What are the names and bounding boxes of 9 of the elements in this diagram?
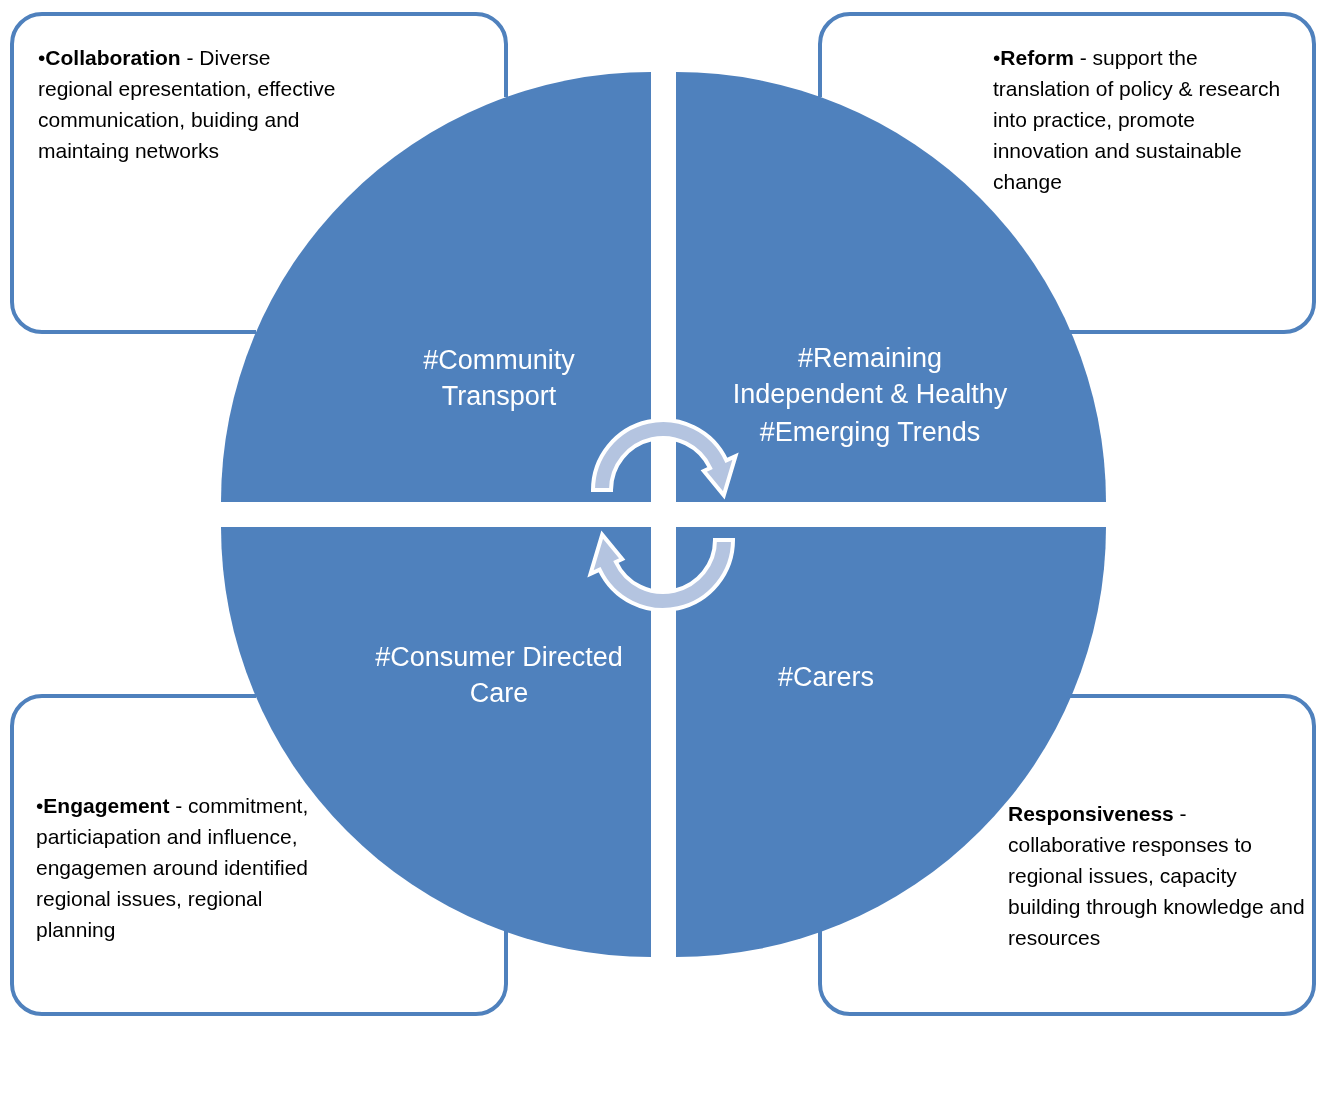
quadrant-label: #Remaining Independent & Healthy bbox=[731, 342, 1009, 411]
description-text: •Reform - support the translation of policy & research into practice, promote innovation and sustainable change bbox=[993, 45, 1282, 195]
quadrant-label: #Carers bbox=[777, 661, 875, 694]
description-text: •Engagement - commitment, particiapation and influence, engagemen around identified regional issues, regional planning bbox=[36, 793, 310, 943]
quadrant-label: #Consumer Directed Care bbox=[374, 641, 624, 710]
quadrant-label: #Emerging Trends bbox=[758, 416, 982, 449]
quadrant-label: #Community Transport bbox=[422, 344, 576, 413]
description-text: Responsiveness - collaborative responses to regional issues, capacity building through knowledge and resources bbox=[1008, 801, 1306, 951]
description-text: •Collaboration - Diverse regional epresentation, effective communication, buiding and maintaing networks bbox=[38, 45, 337, 164]
